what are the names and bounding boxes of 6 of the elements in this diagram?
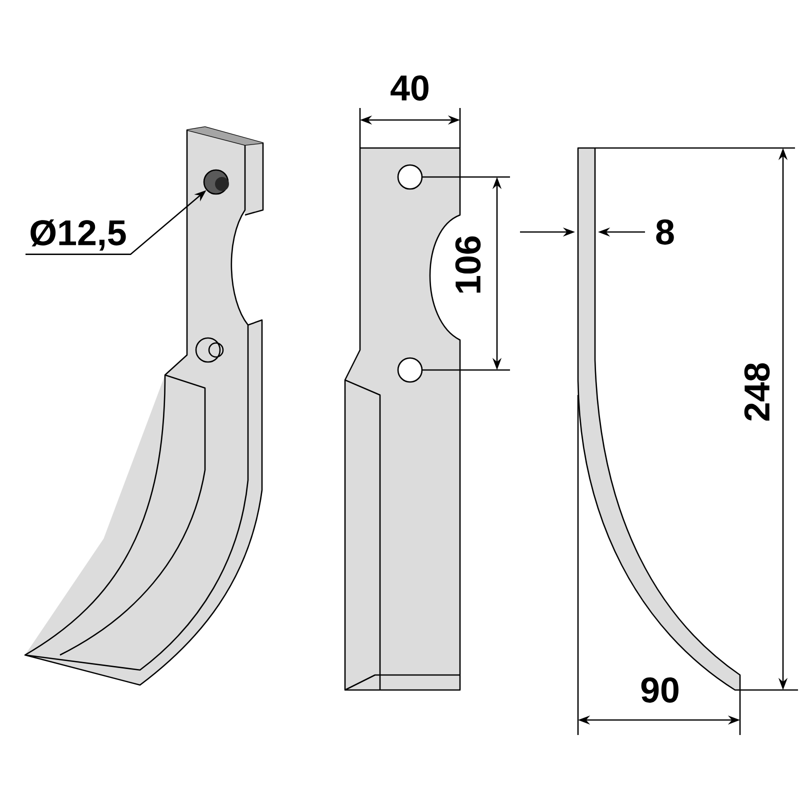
dimension-label: 248 [744, 363, 770, 421]
dimension-label: 8 [656, 219, 674, 245]
dimension-label: 40 [390, 75, 428, 101]
dimension-label: 90 [641, 677, 678, 703]
dimension-label: Ø12,5 [30, 219, 126, 251]
dimension-label: 106 [455, 236, 481, 293]
